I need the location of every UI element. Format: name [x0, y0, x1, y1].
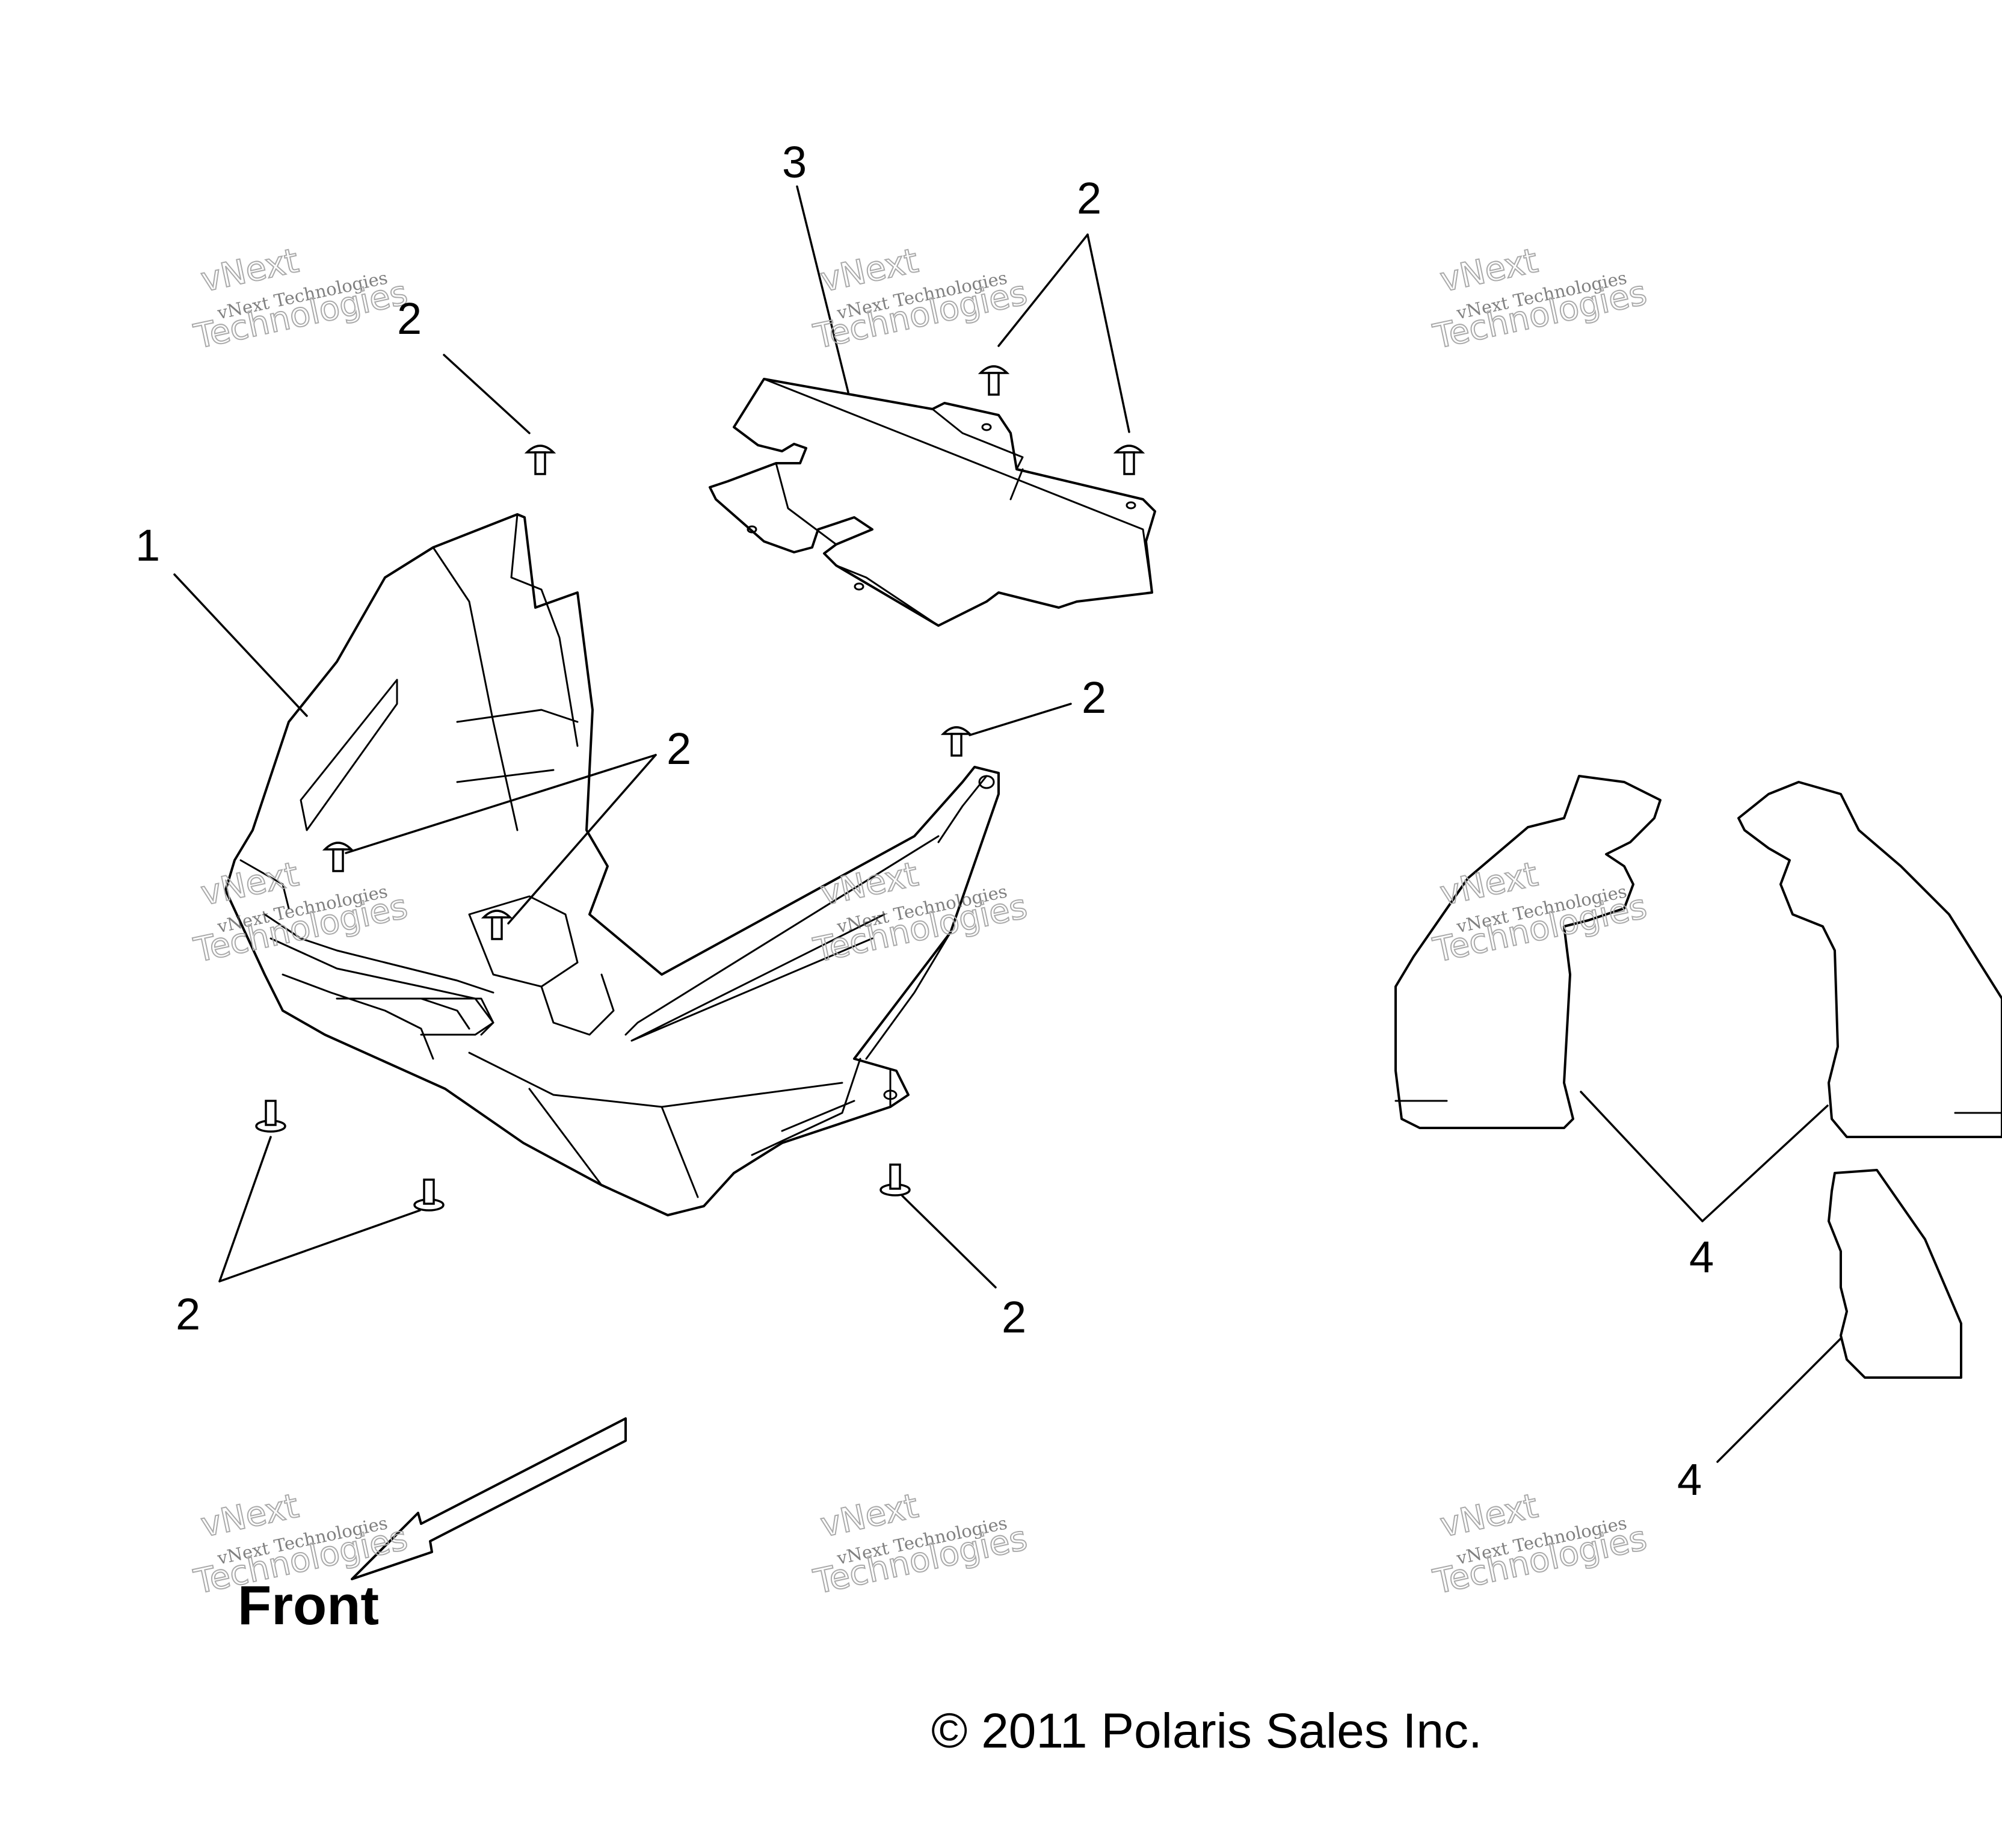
front-label: Front: [238, 1575, 379, 1636]
callout-3: 3: [782, 137, 807, 187]
decal-left-part: [1394, 775, 1662, 1129]
callout-2-right: 2: [1082, 673, 1106, 722]
watermark-1: vNext vNext Technologies Technologies: [190, 241, 411, 357]
fastener-1: [526, 445, 555, 475]
fastener-4: [942, 726, 971, 757]
leader-lines: [173, 185, 1842, 1463]
callout-2-bottom-left: 2: [176, 1289, 200, 1339]
callout-2-top-right: 2: [1077, 173, 1101, 223]
fastener-2: [979, 365, 1008, 396]
callout-4-decals: 4: [1689, 1232, 1714, 1282]
front-arrow-icon: [351, 1417, 627, 1580]
watermark-8: vNext vNext Technologies Technologies: [810, 1486, 1031, 1603]
fastener-3: [1115, 445, 1144, 475]
callout-2-center: 2: [667, 724, 691, 774]
callout-1: 1: [135, 520, 160, 570]
copyright-notice: © 2011 Polaris Sales Inc.: [931, 1704, 1482, 1758]
decal-small-part: [1828, 1169, 1962, 1379]
callout-2-top-left: 2: [397, 294, 422, 343]
callout-2-bottom-right: 2: [1002, 1292, 1026, 1342]
fastener-8: [413, 1178, 445, 1212]
fastener-9: [879, 1163, 911, 1197]
watermark-3: vNext vNext Technologies Technologies: [1429, 241, 1651, 357]
watermark-2: vNext vNext Technologies Technologies: [810, 241, 1031, 357]
skid-plate-part: [709, 378, 1156, 627]
decal-right-part: [1737, 781, 2002, 1138]
bumper-part: [224, 513, 1000, 1216]
callout-4-small-decal: 4: [1677, 1455, 1702, 1505]
watermark-9: vNext vNext Technologies Technologies: [1429, 1486, 1651, 1603]
fastener-7: [255, 1100, 286, 1133]
